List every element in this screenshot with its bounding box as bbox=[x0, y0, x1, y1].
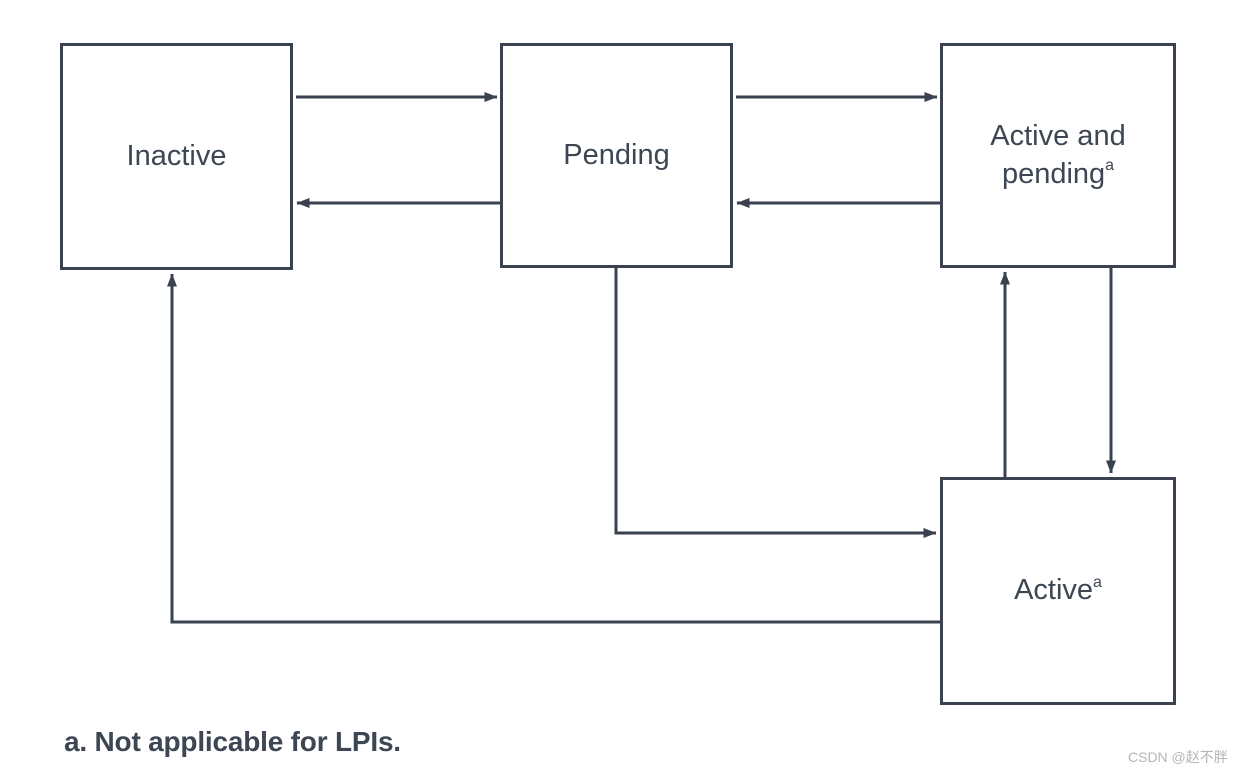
csdn-watermark: CSDN @赵不胖 bbox=[1128, 749, 1228, 765]
state-node-active-and-pending: Active and pendinga bbox=[940, 43, 1176, 268]
footnote-marker: a bbox=[1093, 573, 1102, 591]
diagram-footnote: a. Not applicable for LPIs. bbox=[64, 726, 401, 757]
state-node-active-and-pending-label: Active and pendinga bbox=[990, 119, 1126, 190]
state-node-pending-label: Pending bbox=[563, 138, 670, 171]
state-node-pending: Pending bbox=[500, 43, 733, 268]
edge-active-to-inactive-arrow bbox=[167, 273, 940, 624]
state-node-active: Activea bbox=[940, 477, 1176, 705]
footnote-marker: a bbox=[1105, 157, 1115, 175]
state-node-active-label: Activea bbox=[1014, 573, 1102, 607]
state-node-inactive-label: Inactive bbox=[126, 139, 227, 172]
edge-pending-to-active-arrow bbox=[614, 268, 937, 538]
state-node-inactive: Inactive bbox=[60, 43, 293, 270]
